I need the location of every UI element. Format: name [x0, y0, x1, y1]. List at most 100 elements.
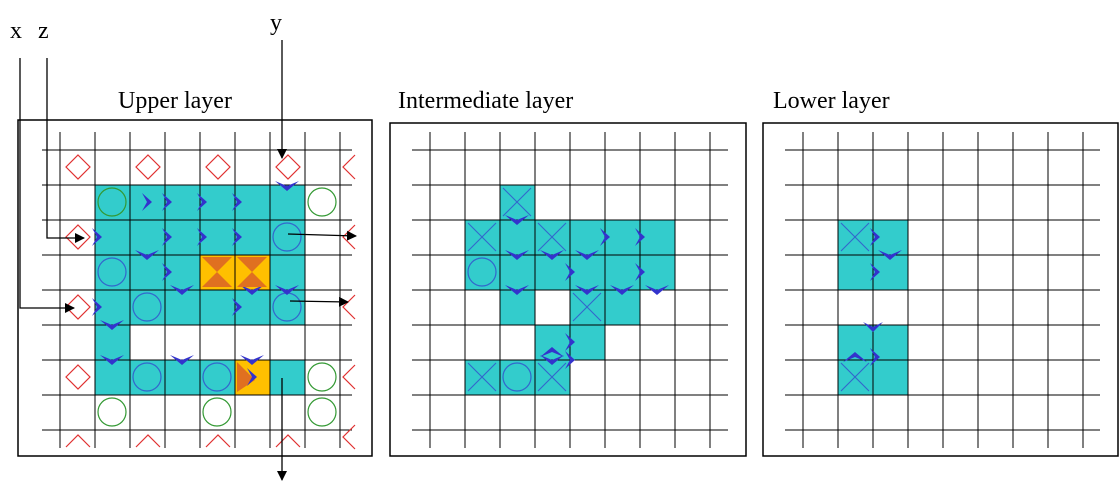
intermediate-cell	[605, 290, 640, 325]
upper-layer-panel	[17, 119, 373, 457]
intermediate-layer-panel	[389, 122, 747, 457]
upper-cell	[270, 360, 305, 395]
arrowhead-down	[863, 322, 883, 332]
cross-marker	[537, 362, 567, 392]
diamond-marker	[342, 364, 356, 390]
upper-cell	[130, 220, 165, 255]
arrowhead-down	[275, 181, 299, 191]
highlight-marker	[237, 257, 267, 272]
diamond-marker	[65, 154, 91, 180]
arrowhead-down	[240, 285, 264, 295]
diamond-marker	[342, 224, 356, 250]
arrowhead-down	[170, 355, 194, 365]
lower-layer-title: Lower layer	[773, 88, 890, 114]
upper-cell	[95, 325, 130, 360]
lower-layer-panel	[762, 122, 1119, 457]
upper-cell	[270, 220, 305, 255]
arrowhead-right	[197, 193, 207, 211]
arrowhead-right	[232, 193, 242, 211]
arrowhead-right	[232, 228, 242, 246]
arrowhead-right	[197, 228, 207, 246]
intermediate-cell	[535, 255, 570, 290]
arrowhead-right	[92, 228, 102, 246]
green-circle	[202, 397, 232, 427]
z-pointer-arrow	[46, 58, 85, 243]
arrowhead-down	[275, 285, 299, 295]
intermediate-cell	[640, 220, 675, 255]
diamond-marker	[275, 154, 301, 180]
green-circle	[307, 362, 337, 392]
arrowhead-right	[92, 298, 102, 316]
intermediate-cell	[500, 360, 535, 395]
intermediate-cell	[570, 325, 605, 360]
blue-circle	[132, 292, 162, 322]
blue-circle	[467, 257, 497, 287]
intermediate-cell	[605, 255, 640, 290]
diamond-marker	[275, 434, 301, 448]
highlight-marker	[202, 257, 232, 272]
x-axis-label: x	[10, 18, 22, 44]
arrowhead-down	[540, 250, 564, 260]
arrowhead-right	[635, 228, 645, 246]
intermediate-cell	[535, 325, 570, 360]
y-axis-label: y	[270, 10, 282, 36]
arrowhead-right	[565, 263, 575, 281]
arrowhead-down	[135, 250, 159, 260]
diamond-marker	[65, 294, 91, 320]
cross-marker	[467, 222, 497, 252]
arrowhead-down	[505, 250, 529, 260]
cross-marker	[537, 222, 567, 252]
right-arrow-lower	[289, 296, 349, 307]
highlight-marker	[237, 362, 255, 392]
arrowhead-up	[540, 347, 564, 357]
diamond-marker	[342, 154, 356, 180]
intermediate-cell	[465, 255, 500, 290]
upper-cell	[270, 290, 305, 325]
right-arrow-upper	[287, 230, 357, 241]
arrowhead-right	[870, 228, 880, 246]
arrowhead-right	[870, 348, 880, 366]
x-pointer-arrow	[19, 58, 75, 313]
upper-cell	[165, 360, 200, 395]
upper-cell	[95, 185, 130, 220]
upper-cell	[130, 290, 165, 325]
upper-layer-grid	[42, 132, 356, 450]
upper-cell	[270, 255, 305, 290]
arrowhead-right	[600, 228, 610, 246]
arrowhead-down	[505, 285, 529, 295]
lower-layer-grid	[785, 132, 1100, 448]
diamond-marker	[135, 154, 161, 180]
upper-layer-title: Upper layer	[118, 88, 232, 114]
diamond-marker	[342, 294, 356, 320]
intermediate-layer-grid	[412, 132, 728, 448]
arrowhead-right	[565, 333, 575, 351]
intermediate-cell	[605, 220, 640, 255]
upper-cell	[95, 360, 130, 395]
arrowhead-up	[843, 352, 867, 362]
arrowhead-down	[100, 355, 124, 365]
arrowhead-right	[162, 228, 172, 246]
intermediate-cell	[500, 255, 535, 290]
pointer-arrows	[19, 40, 357, 481]
intermediate-cell	[640, 255, 675, 290]
arrowhead-right	[247, 368, 257, 386]
green-circle	[307, 187, 337, 217]
arrowhead-down	[610, 285, 634, 295]
green-circle	[97, 187, 127, 217]
diamond-marker	[65, 364, 91, 390]
cross-marker	[572, 292, 602, 322]
blue-circle	[132, 362, 162, 392]
arrowhead-down	[240, 355, 264, 365]
arrowhead-right	[565, 351, 575, 369]
diamond-marker	[205, 154, 231, 180]
arrowhead-right	[870, 263, 880, 281]
lower-cell	[873, 325, 908, 360]
diamond-marker	[205, 434, 231, 448]
diamond-marker	[135, 434, 161, 448]
blue-circle	[272, 222, 302, 252]
upper-cell	[130, 360, 165, 395]
green-circle	[307, 397, 337, 427]
lower-cell	[873, 360, 908, 395]
arrowhead-down	[505, 215, 529, 225]
